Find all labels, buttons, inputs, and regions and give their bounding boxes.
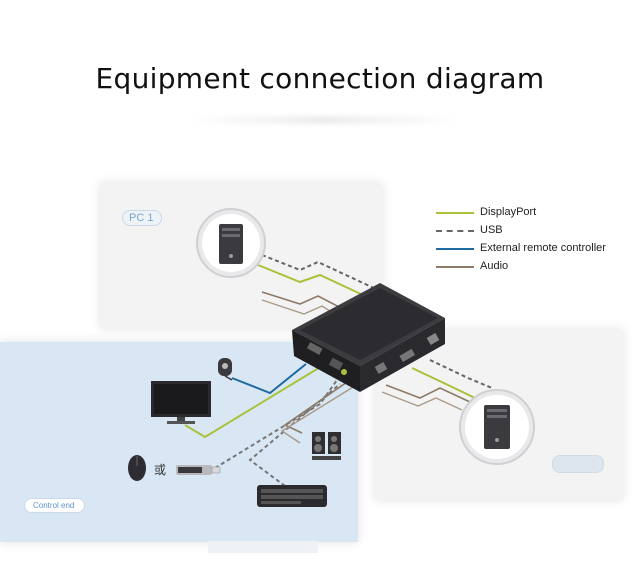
legend-label-displayport: DisplayPort — [480, 206, 537, 218]
title-shadow — [185, 116, 465, 124]
speakers-icon — [312, 432, 341, 460]
pc2-tower-icon — [459, 389, 535, 465]
control-end-label: Control end — [24, 498, 86, 513]
legend-label-usb: USB — [480, 224, 503, 236]
cable-keyboard-usb — [248, 383, 341, 487]
legend-swatch-audio — [436, 266, 474, 268]
cable-pc2-usb — [429, 359, 493, 389]
cable-speaker-audio-2 — [280, 383, 359, 444]
mouse-icon — [128, 455, 146, 481]
usb-drive-icon — [176, 465, 221, 475]
cable-pc2-audio-2 — [381, 391, 463, 411]
cables-pc2 — [381, 359, 493, 411]
keyboard-icon — [257, 485, 327, 507]
cables-control — [184, 363, 359, 487]
legend-swatch-usb — [436, 230, 474, 232]
monitor-icon — [151, 381, 211, 424]
cable-pc1-usb — [261, 254, 379, 291]
kvm-switch-icon — [292, 283, 445, 392]
cable-pc1-displayport — [257, 264, 366, 297]
legend-label-audio: Audio — [480, 260, 509, 272]
pc1-label: PC 1 — [122, 210, 163, 226]
cable-remote — [231, 363, 307, 395]
pc2-label-blurred — [552, 455, 604, 473]
legend-swatch-displayport — [436, 212, 474, 214]
cable-pc1-audio — [261, 291, 346, 311]
or-symbol: 或 — [154, 463, 167, 477]
cable-pc2-audio — [385, 384, 471, 403]
legend-label-remote: External remote controller — [480, 242, 606, 254]
cable-mouse-usb — [214, 379, 338, 469]
remote-controller-icon — [218, 358, 233, 381]
cable-speaker-audio — [283, 379, 351, 434]
legend-swatch-remote — [436, 248, 474, 250]
pc1-tower-icon — [196, 208, 266, 278]
footer-bar — [208, 541, 318, 553]
cable-monitor-displayport — [184, 365, 323, 439]
cable-pc2-displayport — [411, 367, 476, 399]
page-title: Equipment connection diagram — [95, 62, 545, 95]
